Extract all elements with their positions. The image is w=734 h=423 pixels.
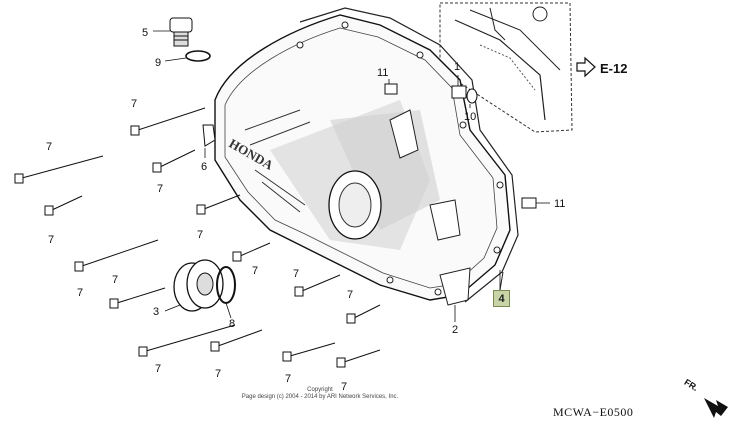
svg-text:7: 7: [155, 363, 161, 375]
bolt-labels: 7 7 7 7 7 7 7 7 7 7 7 7 7 7: [46, 98, 353, 393]
svg-text:7: 7: [347, 289, 353, 301]
label-part-5: 5: [142, 27, 148, 39]
svg-text:7: 7: [112, 274, 118, 286]
dowel-pin-right: [521, 197, 537, 209]
right-crankcase-cover: HONDA: [214, 14, 511, 306]
label-part-8: 8: [229, 318, 235, 330]
label-part-1: 1: [454, 61, 460, 73]
svg-text:7: 7: [197, 229, 203, 241]
svg-text:7: 7: [46, 141, 52, 153]
part-4-callout[interactable]: 4: [493, 290, 510, 307]
label-part-2: 2: [452, 324, 458, 336]
oil-filler-cap: [169, 17, 193, 47]
copyright-line-2: Page design (c) 2004 - 2014 by ARI Netwo…: [241, 394, 399, 400]
reference-label[interactable]: E-12: [600, 61, 628, 76]
copyright-notice: Copyright Page design (c) 2004 - 2014 by…: [170, 387, 470, 401]
copyright-line-1: Copyright: [307, 387, 333, 393]
o-ring: [185, 50, 211, 62]
leader-lines: [153, 30, 550, 322]
svg-text:7: 7: [131, 98, 137, 110]
dowel-pin-top: [384, 83, 398, 95]
cable-clip: [202, 124, 216, 147]
label-part-6: 6: [201, 161, 207, 173]
label-part-11-right: 11: [554, 198, 565, 210]
svg-text:7: 7: [252, 265, 258, 277]
label-part-11-top: 11: [377, 67, 388, 79]
diagram-code: MCWA−E0500: [553, 405, 634, 419]
seal-pulley: [173, 259, 224, 312]
svg-text:7: 7: [341, 381, 347, 393]
gasket: [299, 7, 519, 303]
svg-text:7: 7: [215, 368, 221, 380]
svg-text:7: 7: [77, 287, 83, 299]
reference-arrow-icon: [576, 56, 596, 78]
bolts: [14, 107, 381, 368]
svg-text:7: 7: [285, 373, 291, 385]
svg-text:7: 7: [157, 183, 163, 195]
plug: [451, 85, 467, 99]
label-part-9: 9: [155, 57, 161, 69]
svg-text:7: 7: [293, 268, 299, 280]
svg-text:7: 7: [48, 234, 54, 246]
front-direction-arrow: [704, 398, 728, 418]
label-part-10: 10: [464, 111, 476, 123]
washer: [466, 88, 478, 104]
inset-detail: [439, 2, 573, 133]
label-part-3: 3: [153, 306, 159, 318]
